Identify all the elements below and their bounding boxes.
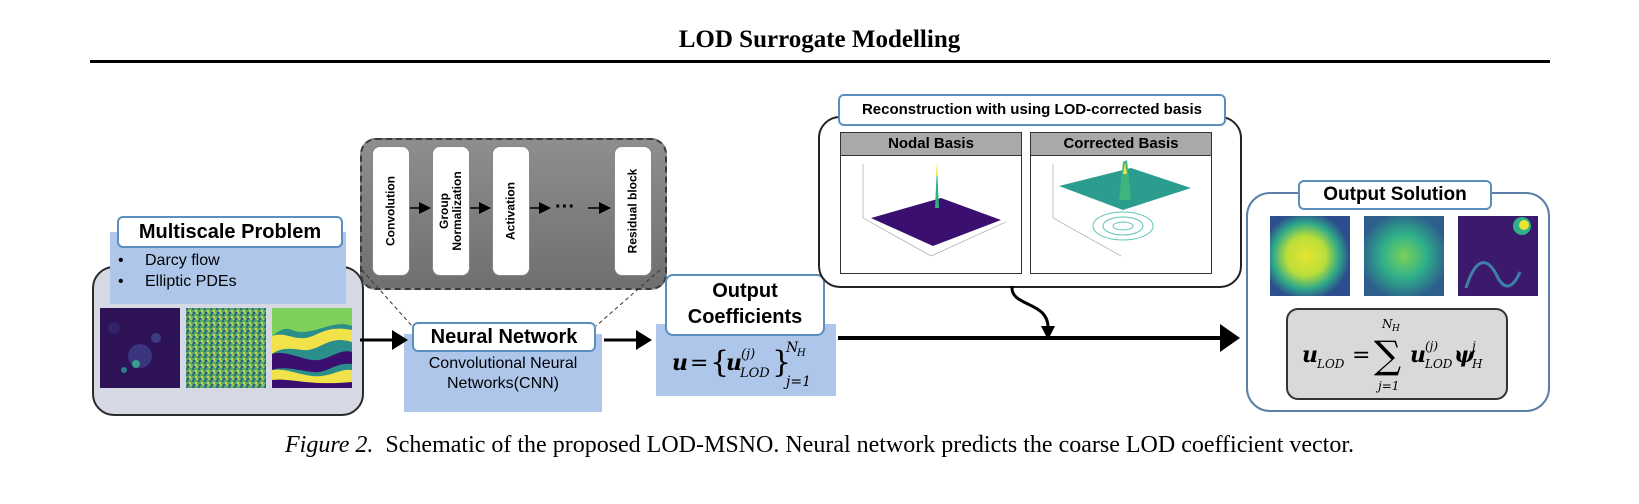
neural-network-title: Neural Network <box>412 322 596 352</box>
coefficient-formula: u = { u (j) LOD } N H j=1 <box>672 340 811 390</box>
svg-text:LOD: LOD <box>739 366 770 381</box>
nodal-basis-plot: Nodal Basis <box>840 132 1022 274</box>
nodal-basis-label: Nodal Basis <box>841 133 1021 156</box>
multiscale-title: Multiscale Problem <box>117 216 343 248</box>
dashed-link <box>595 269 661 327</box>
svg-text:{: { <box>710 345 729 380</box>
svg-text:j: j <box>1469 339 1476 353</box>
reconstruction-arrow <box>1010 285 1050 331</box>
svg-text:u: u <box>1410 342 1426 368</box>
svg-text:(j): (j) <box>741 347 755 362</box>
svg-text:N: N <box>785 340 799 356</box>
list-item: •Elliptic PDEs <box>118 273 237 290</box>
svg-text:H: H <box>1391 324 1400 334</box>
dashed-link <box>361 269 413 327</box>
svg-text:u: u <box>1302 342 1318 368</box>
svg-text:N: N <box>1381 317 1393 331</box>
permeability-field-image <box>100 308 180 388</box>
layer-convolution: Convolution <box>372 146 410 276</box>
svg-text:u: u <box>726 350 742 376</box>
solution-formula: u LOD = ∑ N H j=1 u (j) LOD ψ j H <box>1302 317 1483 393</box>
svg-text:LOD: LOD <box>1424 357 1453 371</box>
layer-activation: Activation <box>492 146 530 276</box>
solution-image-2 <box>1364 216 1444 296</box>
svg-text:H: H <box>1471 357 1483 371</box>
solution-formula-box <box>1286 308 1508 400</box>
svg-text:}: } <box>772 345 791 380</box>
svg-text:LOD: LOD <box>1316 357 1345 371</box>
svg-text:j=1: j=1 <box>1375 379 1399 393</box>
svg-text:∑: ∑ <box>1374 333 1401 377</box>
title-rule <box>90 60 1550 63</box>
output-coefficients-title: Output Coefficients <box>665 274 825 336</box>
output-coefficients-box <box>656 324 836 396</box>
solution-image-3 <box>1458 216 1538 296</box>
reconstruction-title: Reconstruction with using LOD-corrected … <box>838 94 1226 126</box>
svg-text:u: u <box>672 350 688 376</box>
output-solution-title: Output Solution <box>1298 180 1492 210</box>
random-field-image <box>186 308 266 388</box>
multiscale-list: •Darcy flow •Elliptic PDEs <box>118 250 237 292</box>
nodal-basis-surface <box>862 162 1007 257</box>
list-item: •Darcy flow <box>118 252 220 269</box>
svg-text:=: = <box>690 351 708 376</box>
neural-network-subtitle: Convolutional Neural Networks(CNN) <box>428 355 578 392</box>
corrected-basis-label: Corrected Basis <box>1031 133 1211 156</box>
svg-text:(j): (j) <box>1425 339 1438 353</box>
layer-ellipsis: ··· <box>555 196 575 218</box>
figure-title: LOD Surrogate Modelling <box>678 26 961 53</box>
svg-text:j=1: j=1 <box>783 374 811 390</box>
layer-residual-block: Residual block <box>614 146 652 276</box>
corrected-basis-surface <box>1052 160 1191 257</box>
layer-group-normalization: Group Normalization <box>432 146 470 276</box>
layered-field-image <box>272 308 352 388</box>
figure-caption: Figure 2. Schematic of the proposed LOD-… <box>284 432 1354 458</box>
corrected-basis-plot: Corrected Basis <box>1030 132 1212 274</box>
solution-image-1 <box>1270 216 1350 296</box>
svg-text:H: H <box>796 348 806 359</box>
svg-text:ψ: ψ <box>1454 342 1476 368</box>
svg-text:=: = <box>1352 343 1370 368</box>
